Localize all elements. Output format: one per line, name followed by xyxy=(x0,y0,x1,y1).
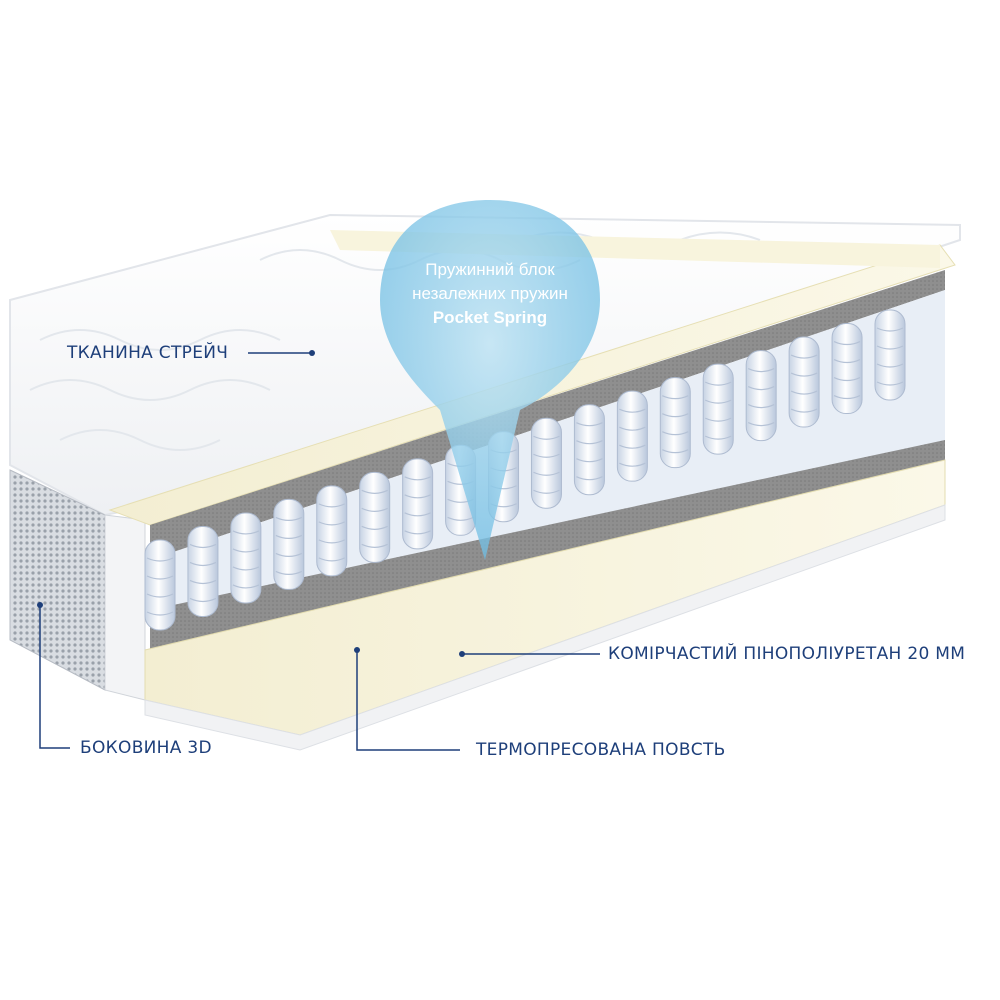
callout-line-1: Пружинний блок xyxy=(425,260,555,279)
spring xyxy=(874,309,906,401)
spring xyxy=(616,390,648,482)
spring xyxy=(402,458,434,550)
spring xyxy=(530,417,562,509)
leader-dots xyxy=(37,350,465,657)
spring xyxy=(745,350,777,442)
mattress-bottom-cover xyxy=(144,504,946,751)
spring xyxy=(359,471,391,563)
spring xyxy=(573,404,605,496)
leader-side xyxy=(39,605,70,749)
spring xyxy=(831,323,863,415)
lower-felt-layer xyxy=(150,440,945,650)
spring xyxy=(187,525,219,617)
callout-text: Пружинний блок незалежних пружин Pocket … xyxy=(380,258,600,330)
label-felt: ТЕРМОПРЕСОВАНА ПОВСТЬ xyxy=(476,740,726,760)
spring xyxy=(273,498,305,590)
leader-lines xyxy=(39,352,600,751)
spring xyxy=(144,539,176,631)
label-foam: КОМІРЧАСТИЙ ПІНОПОЛІУРЕТАН 20 ММ xyxy=(608,644,966,664)
spring xyxy=(788,336,820,428)
label-fabric: ТКАНИНА СТРЕЙЧ xyxy=(67,343,229,363)
pocket-springs xyxy=(144,309,906,631)
callout-bubble xyxy=(380,200,600,560)
callout-line-3: Pocket Spring xyxy=(432,308,548,327)
callout-line-2: незалежних пружин xyxy=(412,284,568,303)
spring xyxy=(659,377,691,469)
leader-felt xyxy=(356,650,460,751)
spring xyxy=(316,485,348,577)
mattress-side-edge xyxy=(104,514,146,701)
spring xyxy=(230,512,262,604)
label-side: БОКОВИНА 3D xyxy=(80,738,212,758)
upper-felt-layer xyxy=(150,270,945,560)
spring xyxy=(702,363,734,455)
